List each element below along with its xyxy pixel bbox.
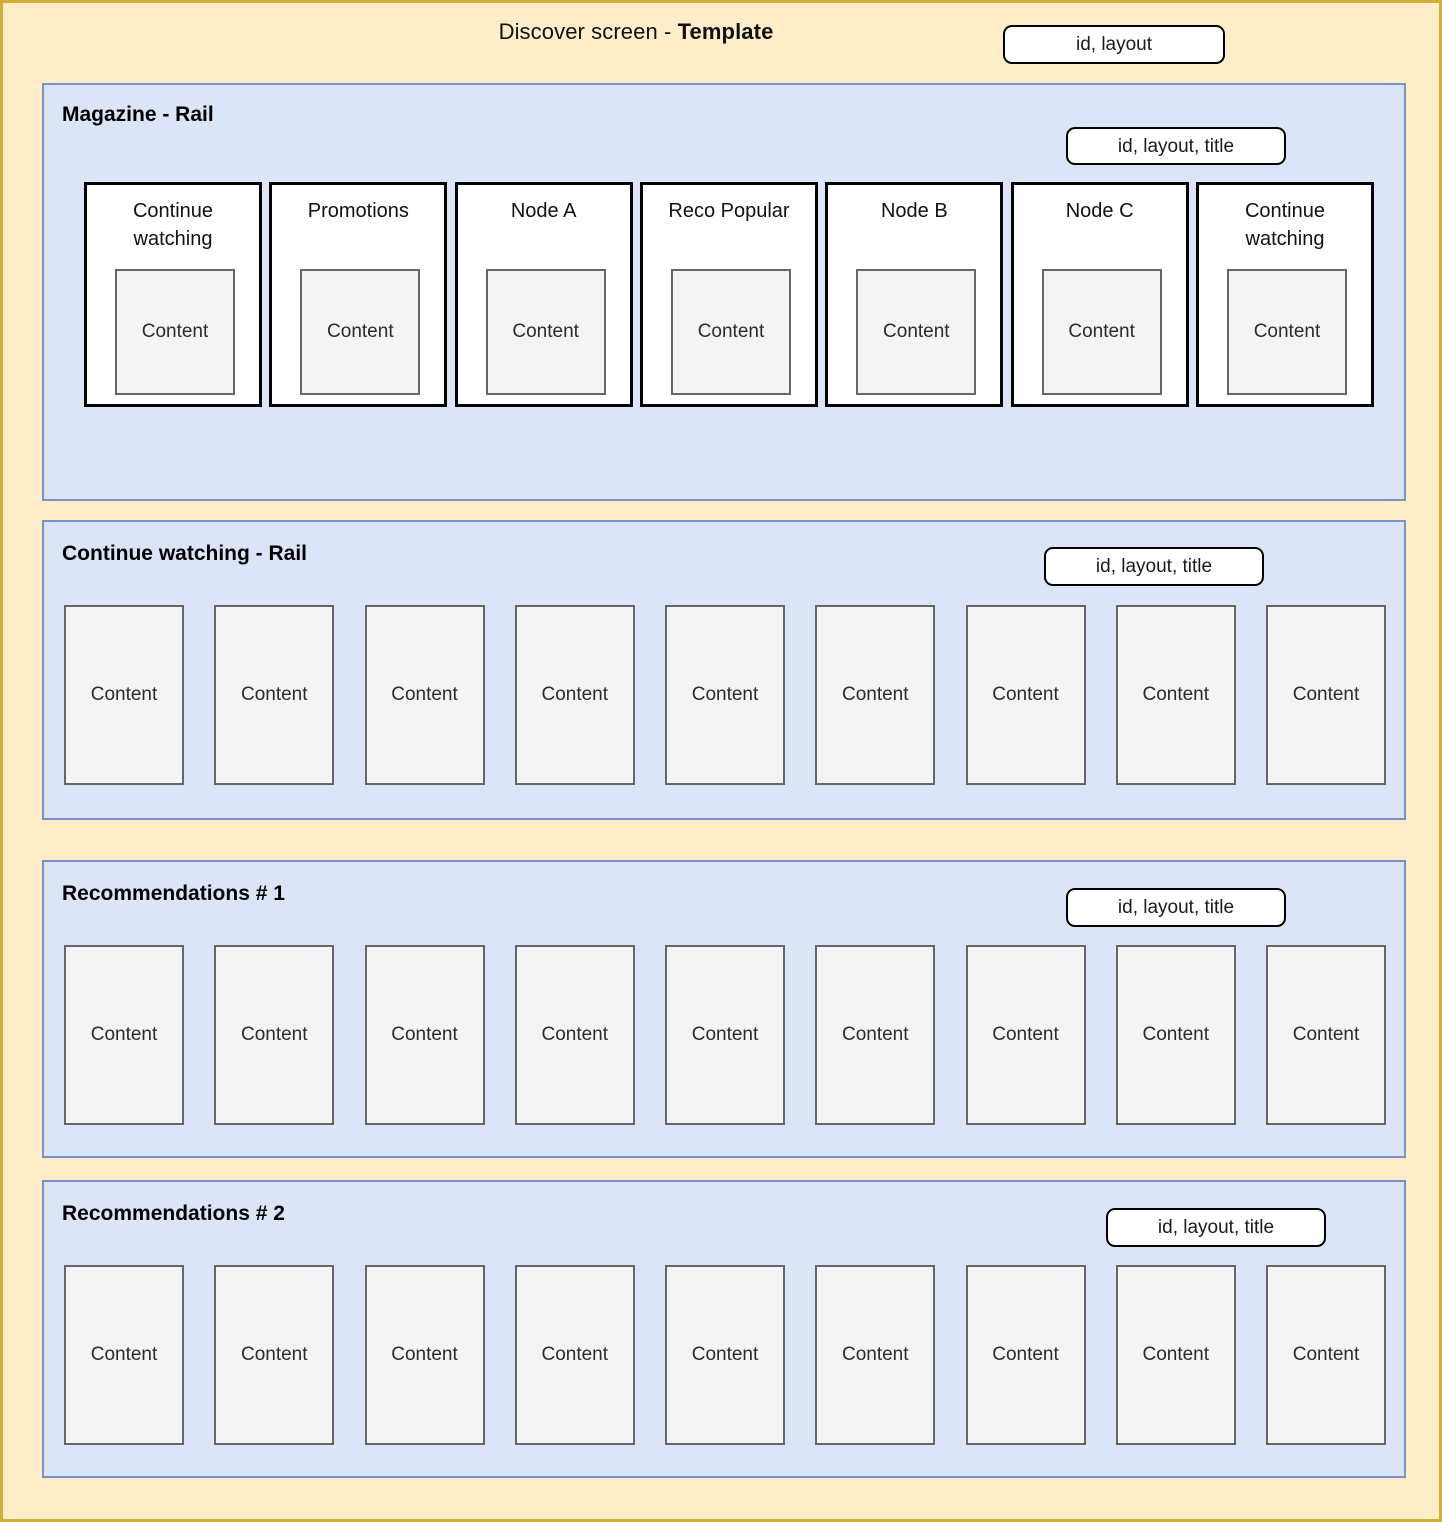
magazine-card-content-box[interactable]: Content — [115, 269, 235, 395]
section-panel-recommendations-1: Recommendations # 1 id, layout, title Co… — [42, 860, 1406, 1158]
magazine-card[interactable]: Continue watching Content — [84, 182, 262, 407]
section-title-continue-watching: Continue watching - Rail — [62, 542, 307, 565]
page-title-emphasis: Template — [677, 19, 774, 44]
content-tile[interactable]: Content — [1115, 1265, 1236, 1445]
content-tile[interactable]: Content — [64, 1265, 184, 1445]
magazine-card-title: Node C — [1065, 200, 1134, 222]
magazine-card-title: Reco Popular — [668, 200, 790, 222]
content-tile[interactable]: Content — [64, 605, 184, 785]
content-tile[interactable]: Content — [665, 605, 785, 785]
magazine-card-content-box[interactable]: Content — [1041, 269, 1162, 395]
content-tile[interactable]: Content — [815, 605, 936, 785]
page-title: Discover screen - Template — [3, 18, 1439, 46]
magazine-card[interactable]: Continue watching Content — [1195, 182, 1374, 407]
content-tile[interactable]: Content — [815, 945, 936, 1125]
content-tile[interactable]: Content — [364, 1265, 485, 1445]
page-header: Discover screen - Template id, layout — [3, 3, 1439, 75]
content-tile[interactable]: Content — [514, 605, 635, 785]
content-tile[interactable]: Content — [1266, 605, 1386, 785]
section-attributes-badge-continue-watching[interactable]: id, layout, title — [1044, 547, 1264, 586]
content-tile[interactable]: Content — [665, 945, 785, 1125]
content-tile[interactable]: Content — [1115, 945, 1236, 1125]
content-tile[interactable]: Content — [965, 605, 1086, 785]
magazine-card[interactable]: Node C Content — [1010, 182, 1189, 407]
magazine-card[interactable]: Reco Popular Content — [639, 182, 818, 407]
section-panel-magazine: Magazine - Rail id, layout, title Contin… — [42, 83, 1406, 501]
section-attributes-badge-recommendations-2[interactable]: id, layout, title — [1106, 1208, 1326, 1247]
magazine-card-title: Node A — [510, 200, 577, 222]
content-tile[interactable]: Content — [364, 945, 485, 1125]
content-tile[interactable]: Content — [965, 1265, 1086, 1445]
content-tile[interactable]: Content — [965, 945, 1086, 1125]
content-tile[interactable]: Content — [514, 945, 635, 1125]
content-tile[interactable]: Content — [815, 1265, 936, 1445]
section-title-recommendations-1: Recommendations # 1 — [62, 882, 285, 905]
content-tile[interactable]: Content — [514, 1265, 635, 1445]
header-attributes-badge[interactable]: id, layout — [1003, 25, 1225, 64]
magazine-card-title: Continue watching — [132, 200, 214, 250]
magazine-card-title: Continue watching — [1244, 200, 1325, 250]
content-tile-row: Content Content Content Content Content … — [64, 945, 1386, 1125]
magazine-card-row: Continue watching Content Promotions Con… — [84, 182, 1374, 407]
magazine-card[interactable]: Node A Content — [454, 182, 633, 407]
content-tile[interactable]: Content — [364, 605, 485, 785]
content-tile[interactable]: Content — [214, 1265, 335, 1445]
magazine-card-title: Promotions — [307, 200, 409, 222]
section-panel-recommendations-2: Recommendations # 2 id, layout, title Co… — [42, 1180, 1406, 1478]
section-title-recommendations-2: Recommendations # 2 — [62, 1202, 285, 1225]
content-tile[interactable]: Content — [64, 945, 184, 1125]
content-tile[interactable]: Content — [1266, 1265, 1386, 1445]
content-tile-row: Content Content Content Content Content … — [64, 605, 1386, 785]
magazine-card-content-box[interactable]: Content — [300, 269, 421, 395]
magazine-card-title: Node B — [880, 200, 948, 222]
magazine-card[interactable]: Node B Content — [825, 182, 1004, 407]
magazine-card-content-box[interactable]: Content — [856, 269, 977, 395]
magazine-card-content-box[interactable]: Content — [485, 269, 606, 395]
magazine-card-content-box[interactable]: Content — [1226, 269, 1347, 395]
magazine-card-content-box[interactable]: Content — [670, 269, 791, 395]
magazine-card[interactable]: Promotions Content — [269, 182, 448, 407]
content-tile-row: Content Content Content Content Content … — [64, 1265, 1386, 1445]
content-tile[interactable]: Content — [665, 1265, 785, 1445]
page-title-prefix: Discover screen - — [498, 19, 678, 44]
content-tile[interactable]: Content — [1115, 605, 1236, 785]
section-title-magazine: Magazine - Rail — [62, 103, 214, 126]
section-panel-continue-watching: Continue watching - Rail id, layout, tit… — [42, 520, 1406, 820]
content-tile[interactable]: Content — [214, 605, 335, 785]
content-tile[interactable]: Content — [1266, 945, 1386, 1125]
content-tile[interactable]: Content — [214, 945, 335, 1125]
section-attributes-badge-recommendations-1[interactable]: id, layout, title — [1066, 888, 1286, 927]
section-attributes-badge-magazine[interactable]: id, layout, title — [1066, 127, 1286, 165]
